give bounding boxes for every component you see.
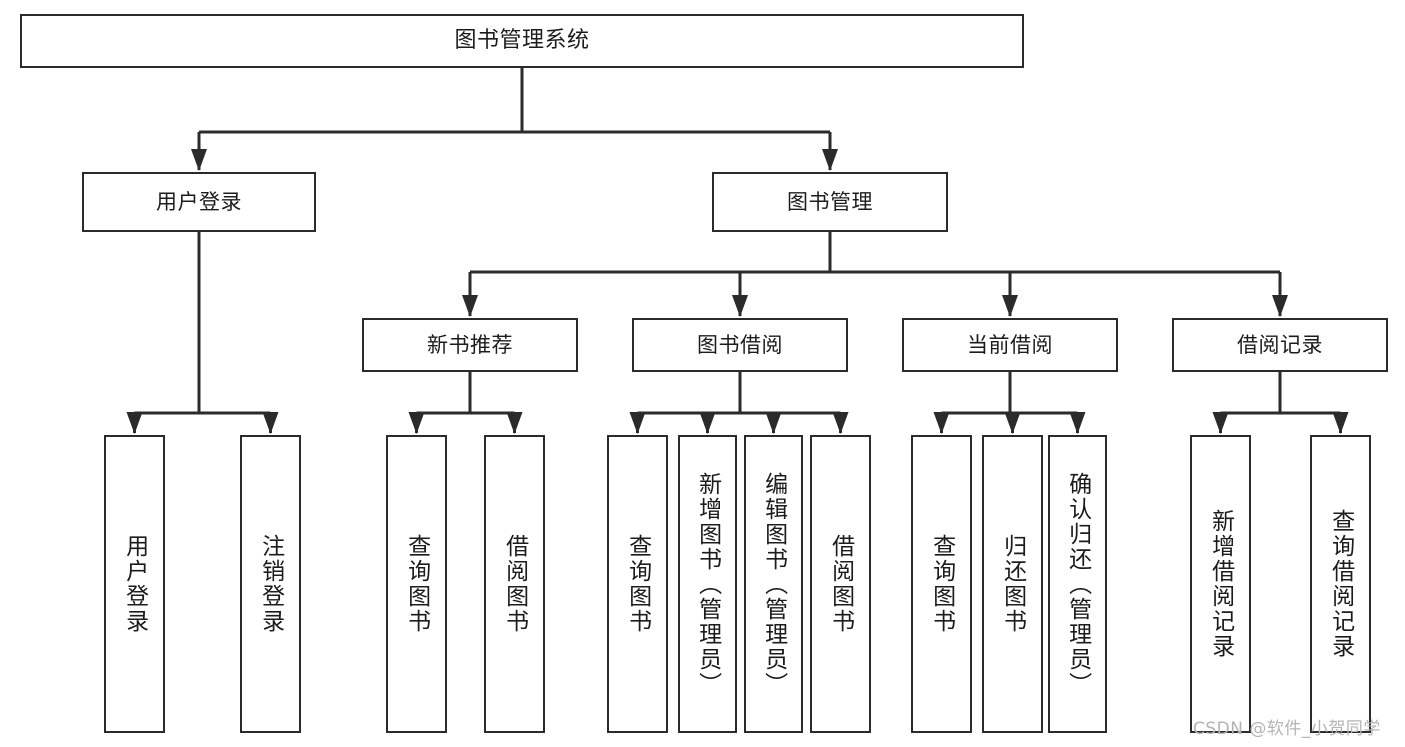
node-label: 注销登录 — [257, 534, 284, 634]
node-label: 查询借阅记录 — [1327, 509, 1354, 659]
node-label: 用户登录 — [121, 534, 148, 634]
node-label: 查询图书 — [624, 534, 651, 634]
node-label: 借阅图书 — [501, 534, 528, 634]
node-root[interactable]: 图书管理系统 — [20, 14, 1024, 68]
node-leaf-cur-2[interactable]: 归还图书 — [982, 435, 1043, 733]
node-leaf-borrow-4[interactable]: 借阅图书 — [810, 435, 871, 733]
node-label: 借阅图书 — [827, 534, 854, 634]
node-leaf-cur-1[interactable]: 查询图书 — [911, 435, 972, 733]
node-leaf-rec-1[interactable]: 新增借阅记录 — [1190, 435, 1251, 733]
node-label: 查询图书 — [928, 534, 955, 634]
node-leaf-login-1[interactable]: 用户登录 — [104, 435, 165, 733]
node-leaf-login-2[interactable]: 注销登录 — [240, 435, 301, 733]
node-label: 新增图书（管理员） — [694, 471, 721, 697]
node-label: 图书借阅 — [697, 332, 783, 357]
node-bookmgmt[interactable]: 图书管理 — [712, 172, 948, 232]
node-leaf-new-1[interactable]: 查询图书 — [386, 435, 447, 733]
node-label: 图书管理系统 — [454, 28, 590, 54]
node-label: 新书推荐 — [427, 332, 513, 357]
node-leaf-new-2[interactable]: 借阅图书 — [484, 435, 545, 733]
node-borrow[interactable]: 图书借阅 — [632, 318, 848, 372]
node-label: 借阅记录 — [1237, 332, 1323, 357]
node-label: 当前借阅 — [967, 332, 1053, 357]
node-records[interactable]: 借阅记录 — [1172, 318, 1388, 372]
node-label: 查询图书 — [403, 534, 430, 634]
node-label: 新增借阅记录 — [1207, 509, 1234, 659]
node-label: 用户登录 — [156, 189, 242, 214]
node-leaf-borrow-2[interactable]: 新增图书（管理员） — [678, 435, 737, 733]
node-newbooks[interactable]: 新书推荐 — [362, 318, 578, 372]
node-current[interactable]: 当前借阅 — [902, 318, 1118, 372]
node-label: 图书管理 — [787, 189, 873, 214]
node-label: 归还图书 — [999, 534, 1026, 634]
node-label: 确认归还（管理员） — [1064, 471, 1091, 697]
node-leaf-borrow-1[interactable]: 查询图书 — [607, 435, 668, 733]
node-leaf-rec-2[interactable]: 查询借阅记录 — [1310, 435, 1371, 733]
node-label: 编辑图书（管理员） — [760, 471, 787, 697]
watermark-text: CSDN @软件_小贺同学 — [1193, 719, 1381, 739]
node-leaf-cur-3[interactable]: 确认归还（管理员） — [1048, 435, 1107, 733]
node-leaf-borrow-3[interactable]: 编辑图书（管理员） — [744, 435, 803, 733]
node-login[interactable]: 用户登录 — [82, 172, 316, 232]
